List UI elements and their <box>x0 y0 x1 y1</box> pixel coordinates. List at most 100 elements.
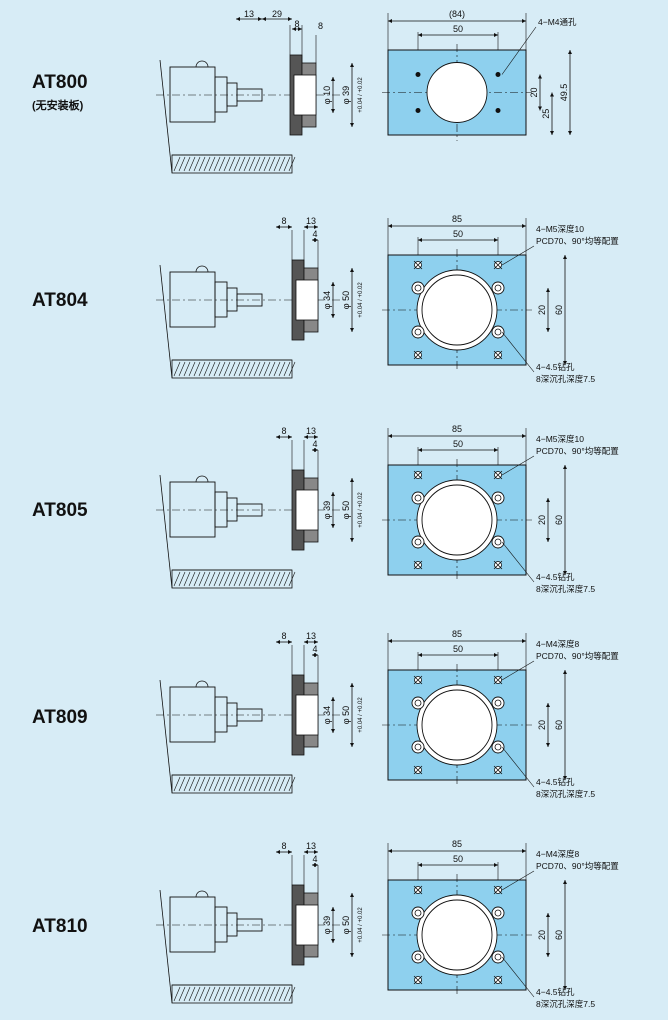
bore <box>421 899 493 971</box>
dimension-label: 60 <box>554 930 564 940</box>
dimension-label: 50 <box>453 439 463 449</box>
dimension-label: 4 <box>312 229 317 239</box>
dimension-label: 13 <box>244 9 254 19</box>
dimension-label: 13 <box>306 841 316 851</box>
model-name: AT805 <box>32 500 88 521</box>
counterbore-hole <box>411 281 425 295</box>
callout-note: PCD70、90°均等配置 <box>536 861 619 871</box>
dimension-label: 13 <box>306 216 316 226</box>
model-label: AT809 <box>32 707 88 729</box>
dimension-label: φ 39 <box>322 501 332 519</box>
front-view: (84) 50 20 25 49.5 4−M4通孔 <box>382 9 577 141</box>
dimension-label: φ 50 <box>341 916 351 934</box>
callout-note: 8深沉孔深度7.5 <box>536 374 595 384</box>
dimension-label: 8 <box>318 21 323 31</box>
dimension-label: 8 <box>281 426 286 436</box>
dimension-label: 8 <box>281 631 286 641</box>
dimension-label: 25 <box>541 109 551 119</box>
tolerance-label: +0.04 / +0.02 <box>358 492 364 528</box>
model-name: AT800 <box>32 72 88 93</box>
callout-note: 8深沉孔深度7.5 <box>536 789 595 799</box>
dimension-label: 85 <box>452 214 462 224</box>
dimension-label: 50 <box>453 24 463 34</box>
m4-hole <box>415 108 421 113</box>
callout-note: 4−M4通孔 <box>538 17 577 27</box>
counterbore-hole <box>411 491 425 505</box>
callout-note: 8深沉孔深度7.5 <box>536 584 595 594</box>
dimension-label: 60 <box>554 305 564 315</box>
counterbore-hole <box>491 950 505 964</box>
bore <box>421 484 493 556</box>
dimension-label: 20 <box>537 515 547 525</box>
model-subtitle: (无安装板) <box>32 100 84 112</box>
dimension-label: φ 34 <box>322 706 332 724</box>
callout-note: 8深沉孔深度7.5 <box>536 999 595 1009</box>
dimension-label: 85 <box>452 629 462 639</box>
dimension-label: 50 <box>453 854 463 864</box>
counterbore-hole <box>491 281 505 295</box>
dimension-label: 4 <box>312 439 317 449</box>
dimension-label: 8 <box>294 19 299 29</box>
counterbore-hole <box>411 906 425 920</box>
callout-note: 4−M4深度8 <box>536 849 579 859</box>
model-name: AT809 <box>32 707 88 728</box>
dimension-label: φ 34 <box>322 291 332 309</box>
model-label: AT804 <box>32 290 88 312</box>
dimension-label: φ 50 <box>341 291 351 309</box>
tolerance-label: +0.04 / +0.02 <box>358 282 364 318</box>
m4-hole <box>495 108 501 113</box>
counterbore-hole <box>491 535 505 549</box>
side-view: 8 13 4 φ 34 φ 50 +0.04 / +0.02 <box>156 216 364 379</box>
tolerance-label: +0.04 / +0.02 <box>358 77 364 113</box>
dimension-label: 50 <box>453 644 463 654</box>
callout-note: 4−4.5钻孔 <box>536 572 575 582</box>
tolerance-label: +0.04 / +0.02 <box>358 697 364 733</box>
counterbore-hole <box>491 696 505 710</box>
dimension-label: 20 <box>537 720 547 730</box>
dimension-label: φ 39 <box>341 86 351 104</box>
model-name: AT810 <box>32 916 88 937</box>
dimension-label: 49.5 <box>559 84 569 102</box>
m4-hole <box>415 72 421 77</box>
callout-note: 4−4.5钻孔 <box>536 777 575 787</box>
m4-hole <box>495 72 501 77</box>
counterbore-hole <box>411 535 425 549</box>
dimension-label: 60 <box>554 515 564 525</box>
counterbore-hole <box>411 950 425 964</box>
callout-note: 4−M5深度10 <box>536 434 584 444</box>
callout-note: 4−4.5钻孔 <box>536 362 575 372</box>
dimension-label: 4 <box>312 644 317 654</box>
dimension-label: 4 <box>312 854 317 864</box>
counterbore-hole <box>491 491 505 505</box>
dimension-label: 20 <box>529 87 539 97</box>
model-label: AT810 <box>32 916 88 938</box>
dimension-label: 50 <box>453 229 463 239</box>
model-label: AT805 <box>32 500 88 522</box>
callout-note: PCD70、90°均等配置 <box>536 236 619 246</box>
dimension-label: φ 50 <box>341 706 351 724</box>
bore <box>426 62 488 123</box>
callout-note: PCD70、90°均等配置 <box>536 446 619 456</box>
counterbore-hole <box>411 740 425 754</box>
counterbore-hole <box>491 740 505 754</box>
counterbore-hole <box>491 906 505 920</box>
dimension-label: (84) <box>449 9 465 19</box>
model-label: AT800 (无安装板) <box>32 72 88 113</box>
counterbore-hole <box>411 325 425 339</box>
dimension-label: 8 <box>281 216 286 226</box>
callout-note: 4−M4深度8 <box>536 639 579 649</box>
dimension-label: 20 <box>537 305 547 315</box>
dimension-label: 13 <box>306 426 316 436</box>
dimension-label: 85 <box>452 839 462 849</box>
